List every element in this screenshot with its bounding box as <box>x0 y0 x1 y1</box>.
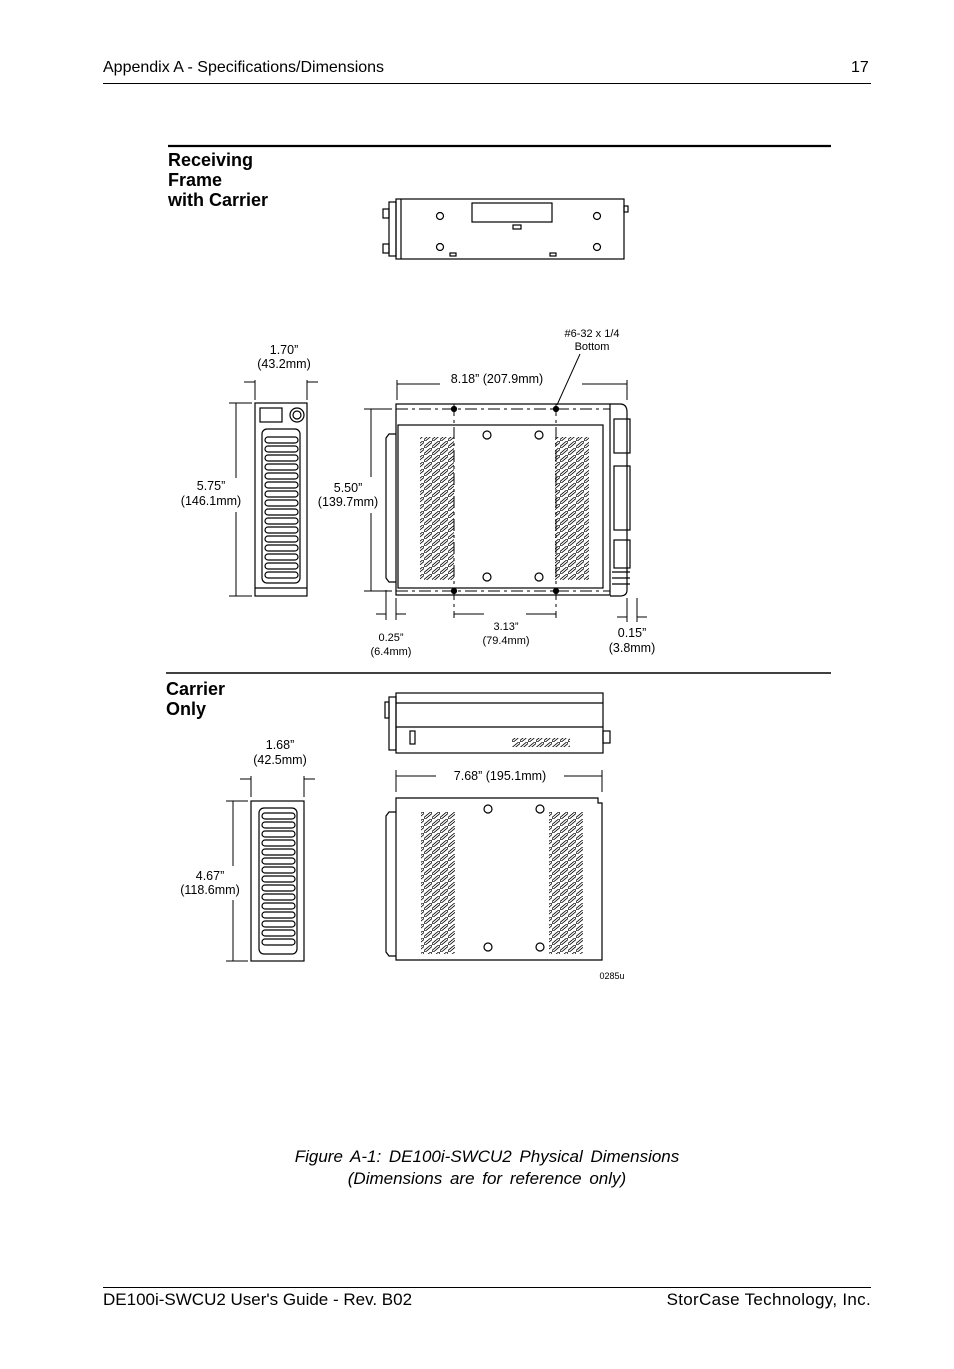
carrier-front-dimensions <box>226 776 315 962</box>
running-header: Appendix A - Specifications/Dimensions <box>103 59 385 76</box>
section-title-carrier-only: Carrier Only <box>166 679 226 719</box>
frame-top-view <box>385 403 631 597</box>
note-screw: #6-32 x 1/4 <box>564 328 619 340</box>
carrier-front-view <box>250 800 305 962</box>
dim-offset-left-in: 0.25” <box>378 632 403 644</box>
dim-carrier-height-mm: (118.6mm) <box>180 883 240 897</box>
carrier-top-dimensions <box>395 770 603 792</box>
dim-height-front-in: 5.75” <box>197 479 226 493</box>
dim-width-front-in: 1.70” <box>270 343 299 357</box>
footer-rule <box>103 1287 871 1288</box>
dim-height-top-in: 5.50” <box>334 481 363 495</box>
header-rule <box>103 83 871 84</box>
dim-offset-left-mm: (6.4mm) <box>371 646 412 658</box>
dim-offset-right-in: 0.15” <box>618 626 647 640</box>
dim-height-top-mm: (139.7mm) <box>318 495 378 509</box>
dim-offset-right-mm: (3.8mm) <box>609 641 656 655</box>
frame-front-view <box>254 402 308 597</box>
dim-carrier-width-in: 1.68” <box>266 738 295 752</box>
carrier-top-view <box>385 797 603 961</box>
frame-top-dimensions <box>364 353 647 622</box>
dim-carrier-width-mm: (42.5mm) <box>253 753 306 767</box>
drawing-code: 0285u <box>599 971 624 981</box>
page-number: 17 <box>851 59 869 76</box>
figure-caption: Figure A-1: DE100i-SWCU2 Physical Dimens… <box>294 1147 680 1188</box>
frame-side-view <box>382 198 629 260</box>
note-screw-bottom: Bottom <box>575 341 610 353</box>
dim-carrier-height-in: 4.67” <box>196 869 225 883</box>
dim-carrier-length: 7.68” (195.1mm) <box>454 769 546 783</box>
dim-height-front-mm: (146.1mm) <box>181 494 241 508</box>
footer-company: StorCase Technology, Inc. <box>666 1290 871 1309</box>
dim-width-front-mm: (43.2mm) <box>257 357 310 371</box>
carrier-side-view <box>384 692 611 754</box>
dim-hole-spacing-in: 3.13” <box>493 621 518 633</box>
section-title-receiving-frame: Receiving Frame with Carrier <box>168 150 269 210</box>
dim-length-top: 8.18” (207.9mm) <box>451 372 543 386</box>
frame-front-dimensions <box>229 380 318 597</box>
centerlines <box>396 404 610 618</box>
dim-hole-spacing-mm: (79.4mm) <box>482 635 529 647</box>
footer-guide-title: DE100i-SWCU2 User's Guide - Rev. B02 <box>103 1290 413 1309</box>
